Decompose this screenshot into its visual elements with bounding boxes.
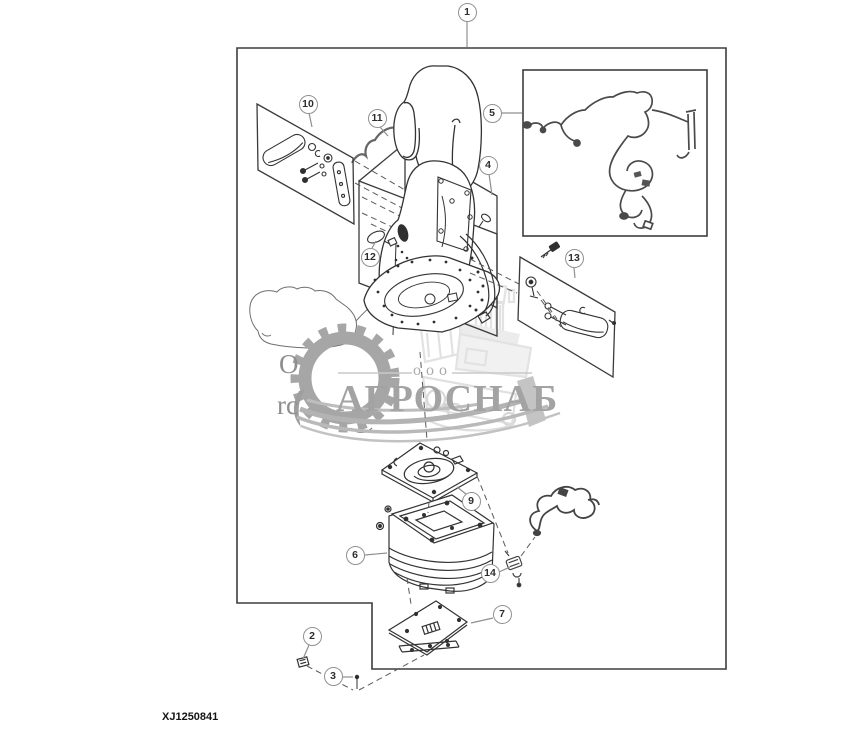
armrest-kit-right — [517, 241, 617, 379]
callout-5-label: 5 — [489, 107, 495, 119]
spacer-plate — [398, 640, 460, 653]
main-border — [236, 47, 727, 670]
recliner-pivot — [397, 224, 409, 242]
mounting-nut — [375, 521, 385, 531]
callout-11-label: 11 — [371, 112, 383, 124]
armrest-bracket-left — [332, 161, 351, 207]
armrest-pad-left — [262, 133, 306, 167]
drawing-code: XJ1250841 — [162, 711, 219, 723]
screw — [354, 674, 360, 689]
adjuster-knob — [367, 230, 398, 247]
callout-12[interactable]: 12 — [360, 247, 380, 267]
callout-9[interactable]: 9 — [461, 491, 481, 511]
callout-5[interactable]: 5 — [482, 103, 502, 123]
mounting-nut — [384, 505, 392, 513]
seat-frame-assembly — [363, 160, 501, 336]
callout-10[interactable]: 10 — [298, 94, 318, 114]
callout-14[interactable]: 14 — [480, 563, 500, 583]
callout-1[interactable]: 1 — [457, 2, 477, 22]
tractor-arm — [517, 376, 546, 427]
callout-leaders — [302, 22, 576, 678]
mounting-bolt — [540, 241, 560, 259]
grommet — [478, 213, 491, 228]
callout-13[interactable]: 13 — [564, 248, 584, 268]
callout-10-label: 10 — [302, 98, 314, 110]
swivel-plate — [380, 442, 479, 503]
armrest-panel-left — [256, 102, 355, 226]
explode-axis-front — [306, 258, 562, 691]
callout-1-label: 1 — [464, 6, 470, 18]
detail-box-harness — [522, 69, 708, 237]
callout-12-label: 12 — [364, 251, 376, 263]
callout-4-label: 4 — [485, 159, 491, 171]
callout-4[interactable]: 4 — [478, 155, 498, 175]
armrest-pad-right — [559, 309, 609, 339]
wiring-harness — [522, 90, 697, 231]
armrest-panel-right — [517, 255, 616, 379]
callout-7[interactable]: 7 — [492, 604, 512, 624]
callout-3-label: 3 — [330, 670, 336, 682]
clip — [296, 656, 310, 668]
swoosh-blade — [299, 397, 526, 425]
callout-14-label: 14 — [484, 567, 496, 579]
base-plate — [387, 600, 469, 656]
switch-wire — [529, 485, 596, 532]
callout-9-label: 9 — [468, 495, 474, 507]
callout-11[interactable]: 11 — [367, 108, 387, 128]
suspension-bellows — [375, 494, 495, 594]
callout-6[interactable]: 6 — [345, 545, 365, 565]
callout-13-label: 13 — [568, 252, 580, 264]
callout-3[interactable]: 3 — [323, 666, 343, 686]
callout-2-label: 2 — [309, 630, 315, 642]
pan-bolt-dots — [373, 258, 480, 326]
callout-2[interactable]: 2 — [302, 626, 322, 646]
side-rail — [459, 233, 496, 324]
callout-6-label: 6 — [352, 549, 358, 561]
armrest-kit-left — [256, 102, 355, 226]
seat-switch-kit — [504, 485, 600, 588]
callout-7-label: 7 — [499, 608, 505, 620]
gear-logo — [290, 323, 561, 443]
